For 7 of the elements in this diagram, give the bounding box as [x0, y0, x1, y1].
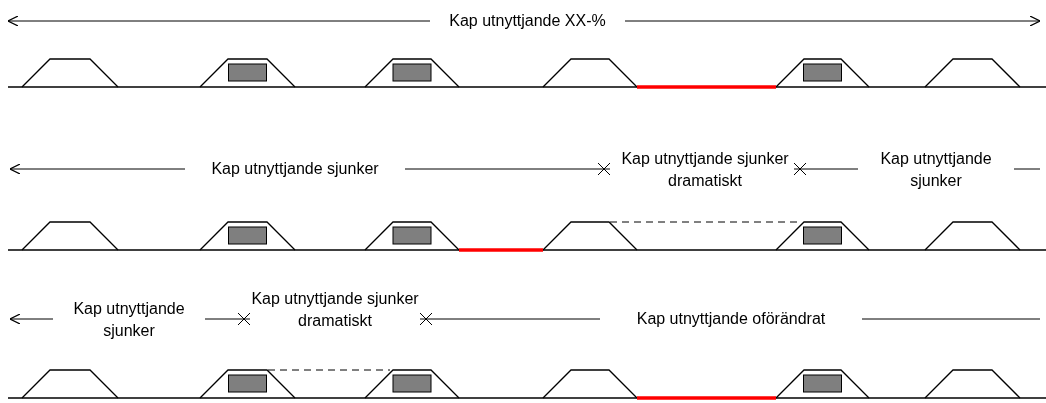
range-label: Kap utnyttjande sjunker	[210, 159, 380, 179]
range-label: Kap utnyttjande sjunker	[879, 149, 993, 191]
range-label: Kap utnyttjande sjunker dramatiskt	[620, 149, 790, 191]
range-label: Kap utnyttjande sjunker	[72, 299, 186, 341]
range-label: Kap utnyttjande sjunker dramatiskt	[250, 289, 420, 331]
range-label: Kap utnyttjande oförändrat	[635, 309, 827, 329]
range-label: Kap utnyttjande XX-%	[448, 11, 607, 31]
